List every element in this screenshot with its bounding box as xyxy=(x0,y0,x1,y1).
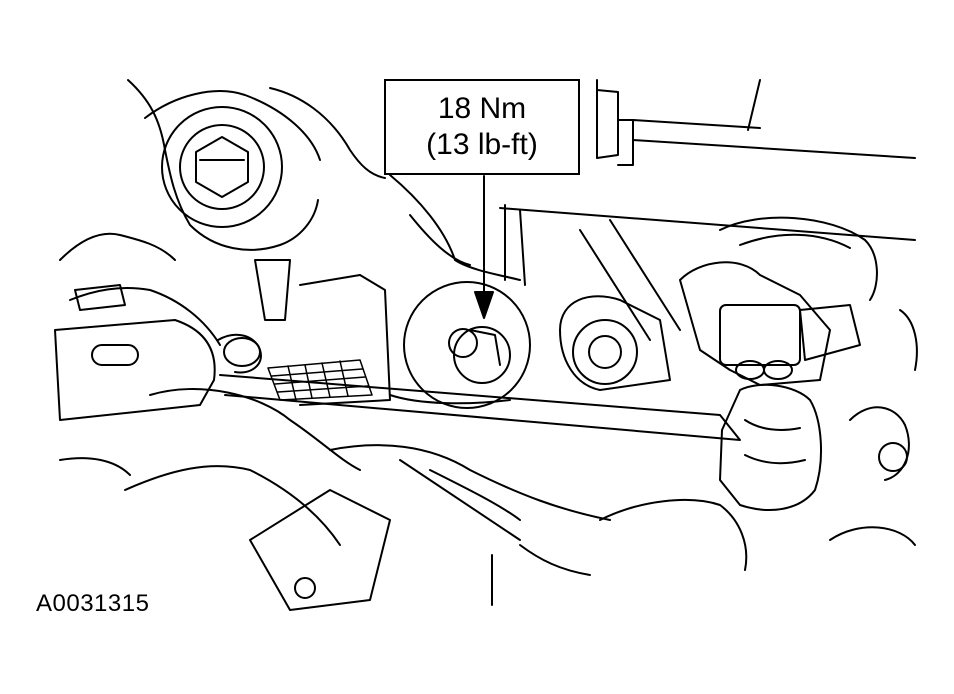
figure-id-label: A0031315 xyxy=(36,590,150,617)
electrical-connector xyxy=(680,218,877,385)
center-housing xyxy=(255,175,525,405)
upper-right-bar xyxy=(500,80,915,240)
left-bracket xyxy=(55,285,261,420)
mesh-grille xyxy=(268,360,372,400)
hand-right xyxy=(600,385,821,570)
torque-imperial-label: (13 lb-ft) xyxy=(426,128,538,161)
bracket-bolt xyxy=(162,107,282,227)
fastener-circle xyxy=(404,282,530,408)
torque-metric-label: 18 Nm xyxy=(437,92,527,125)
bushing xyxy=(560,220,680,390)
cross-rail xyxy=(220,375,740,440)
torque-callout-box: 18 Nm (13 lb-ft) xyxy=(384,79,580,175)
upper-bracket xyxy=(60,80,385,345)
right-edge-parts xyxy=(830,310,917,545)
callout-leader-arrow xyxy=(475,176,493,318)
lower-assembly xyxy=(60,389,610,610)
